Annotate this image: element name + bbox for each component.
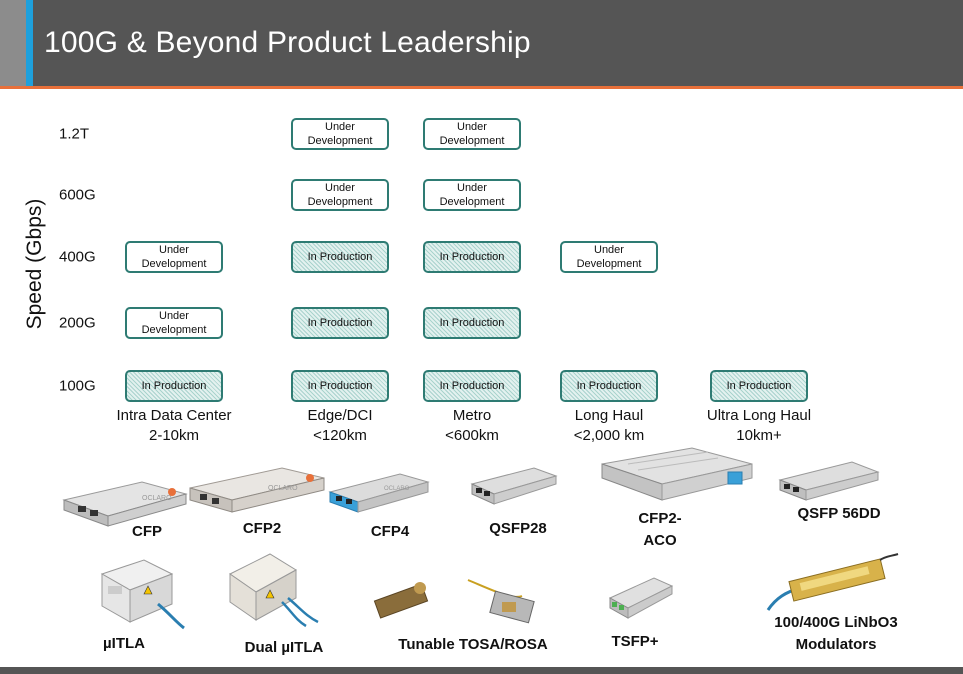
footer-bar <box>0 667 963 674</box>
cfp2-aco-text: CFP2-ACO <box>638 510 682 549</box>
header-bar <box>0 0 963 86</box>
cfp2-module-image: OCLARO <box>189 467 325 513</box>
qsfp-56dd-module-image <box>778 461 880 501</box>
in-production-cell: In Production <box>710 370 808 402</box>
in-production-cell: In Production <box>560 370 658 402</box>
segment-distance: <2,000 km <box>573 427 645 444</box>
uitla-image <box>100 559 185 630</box>
segment-distance: 10km+ <box>736 427 782 444</box>
header-accent-blue <box>26 0 33 86</box>
in-production-cell: In Production <box>291 307 389 339</box>
tsfp-plus-image <box>608 577 674 619</box>
y-tick-200g: 200G <box>59 314 96 332</box>
segment-name: Metro <box>452 407 492 424</box>
in-production-cell: In Production <box>125 370 223 402</box>
x-tick-segment: Intra Data Center 2-10km <box>116 406 231 446</box>
page-title: 100G & Beyond Product Leadership <box>44 26 531 59</box>
linbo3-modulator-image <box>766 553 899 611</box>
x-tick-segment: Long Haul <2,000 km <box>574 406 644 446</box>
in-production-cell: In Production <box>423 307 521 339</box>
module-brand-text: OCLARO <box>142 495 172 502</box>
segment-distance: <120km <box>313 427 367 444</box>
x-tick-segment: Edge/DCI <120km <box>307 406 372 446</box>
y-tick-1.2t: 1.2T <box>59 125 90 143</box>
product-label-cfp4: CFP4 <box>370 523 410 540</box>
cfp2-aco-module-image <box>601 447 753 501</box>
product-label-uitla: µITLA <box>103 635 145 652</box>
cfp-module-image: OCLARO <box>62 481 188 527</box>
module-brand-text: OCLARO <box>384 486 410 492</box>
product-label-cfp: CFP <box>132 523 162 540</box>
qsfp28-module-image <box>470 467 558 505</box>
segment-name: Edge/DCI <box>307 407 373 424</box>
product-label-cfp2-aco: CFP2-ACO <box>625 508 695 552</box>
y-tick-400g: 400G <box>59 248 96 266</box>
dual-uitla-image <box>229 553 319 628</box>
product-label-tsfp-plus: TSFP+ <box>611 633 659 650</box>
segment-distance: <600km <box>445 427 499 444</box>
y-tick-600g: 600G <box>59 186 96 204</box>
product-label-qsfp28: QSFP28 <box>489 520 547 537</box>
y-tick-100g: 100G <box>59 377 96 395</box>
in-production-cell: In Production <box>291 370 389 402</box>
tunable-tosa-rosa-image <box>373 579 535 624</box>
product-label-cfp2: CFP2 <box>242 520 282 537</box>
segment-name: Long Haul <box>574 407 644 424</box>
in-production-cell: In Production <box>291 241 389 273</box>
product-label-dual-uitla: Dual µITLA <box>244 639 324 656</box>
x-tick-segment: Metro <600km <box>445 406 499 446</box>
module-brand-text: OCLARO <box>268 485 298 492</box>
in-production-cell: In Production <box>423 241 521 273</box>
y-axis-label: Speed (Gbps) <box>23 198 46 330</box>
segment-name: Intra Data Center <box>116 407 232 424</box>
cfp4-module-image: OCLARO <box>328 473 430 513</box>
header-accent-gray <box>0 0 26 86</box>
product-label-qsfp-56dd: QSFP 56DD <box>797 505 881 522</box>
segment-distance: 2-10km <box>148 427 200 444</box>
header-divider <box>0 86 963 89</box>
x-tick-segment: Ultra Long Haul 10km+ <box>707 406 811 446</box>
product-label-tunable-tosa-rosa: Tunable TOSA/ROSA <box>398 636 548 653</box>
segment-name: Ultra Long Haul <box>706 407 812 424</box>
in-production-cell: In Production <box>423 370 521 402</box>
